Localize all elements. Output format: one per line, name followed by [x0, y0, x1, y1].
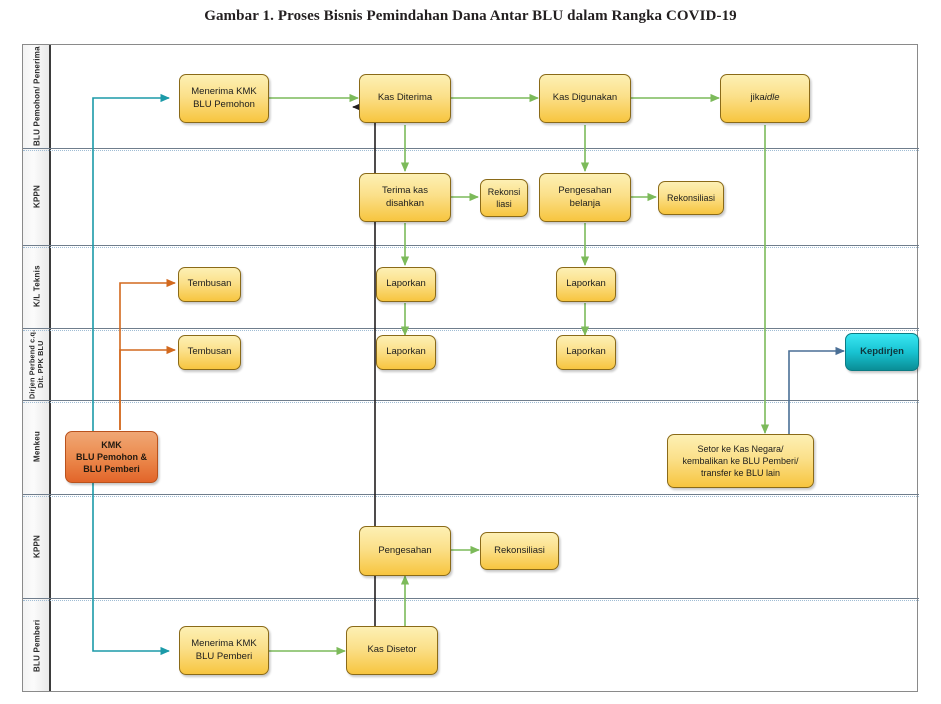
- node-kmk-blu-pemohon-pemberi[interactable]: KMK BLU Pemohon & BLU Pemberi: [65, 431, 158, 483]
- node-tembusan-kl-teknis[interactable]: Tembusan: [178, 267, 241, 302]
- lane-label-blu-pemohon: BLU Pemohon/ Penerima: [32, 46, 42, 147]
- node-kas-disetor[interactable]: Kas Disetor: [346, 626, 438, 675]
- figure-title: Gambar 1. Proses Bisnis Pemindahan Dana …: [204, 8, 737, 24]
- setor-line-2: kembalikan ke BLU Pemberi/: [682, 455, 799, 466]
- lane-label-menkeu: Menkeu: [32, 431, 42, 463]
- lane-separator: [23, 494, 919, 495]
- node-setor-ke-kas-negara[interactable]: Setor ke Kas Negara/ kembalikan ke BLU P…: [667, 434, 814, 488]
- edge-kmk-to-pemohon: [92, 93, 170, 457]
- node-rekonsiliasi-2[interactable]: Rekonsiliasi: [658, 181, 724, 215]
- lane-separator-accent: [23, 600, 919, 601]
- node-menerima-kmk-blu-pemberi[interactable]: Menerima KMK BLU Pemberi: [179, 626, 269, 675]
- setor-line-3: transfer ke BLU lain: [700, 468, 781, 479]
- setor-line-1: Setor ke Kas Negara/: [697, 443, 784, 454]
- node-terima-kas-disahkan[interactable]: Terima kas disahkan: [359, 173, 451, 222]
- jika-idle-text: jika: [750, 92, 765, 104]
- kmk-line-3: BLU Pemberi: [83, 464, 140, 475]
- lane-separator-accent: [23, 330, 919, 331]
- lane-label-gutter: [23, 45, 51, 691]
- node-laporkan-kl-2[interactable]: Laporkan: [556, 267, 616, 302]
- lane-label-kppn-1: KPPN: [32, 184, 42, 209]
- lane-label-kppn-2: KPPN: [32, 534, 42, 558]
- node-tembusan-djpb[interactable]: Tembusan: [178, 335, 241, 370]
- node-pengesahan-belanja[interactable]: Pengesahan belanja: [539, 173, 631, 222]
- lane-separator-accent: [23, 402, 919, 403]
- lane-separator-accent: [23, 247, 919, 248]
- edge-kmk-to-tembusan-kl: [119, 278, 176, 430]
- node-kepdirjen[interactable]: Kepdirjen: [845, 333, 919, 371]
- lane-label-blu-pemberi: BLU Pemberi: [32, 619, 42, 672]
- node-laporkan-djpb-2[interactable]: Laporkan: [556, 335, 616, 370]
- edge-kmk-to-pemberi: [92, 457, 170, 656]
- lane-separator: [23, 598, 919, 599]
- lane-separator: [23, 400, 919, 401]
- node-laporkan-djpb-1[interactable]: Laporkan: [376, 335, 436, 370]
- edge-setor-to-kepdirjen: [788, 346, 845, 435]
- swimlane-diagram: BLU Pemohon/ Penerima KPPN K/L Teknis Di…: [22, 44, 919, 692]
- node-menerima-kmk-blu-pemohon[interactable]: Menerima KMK BLU Pemohon: [179, 74, 269, 123]
- connector-layer: [92, 93, 845, 656]
- lane-separator-accent: [23, 496, 919, 497]
- node-kas-digunakan[interactable]: Kas Digunakan: [539, 74, 631, 123]
- node-kas-diterima[interactable]: Kas Diterima: [359, 74, 451, 123]
- node-rekonsiliasi-3[interactable]: Rekonsiliasi: [480, 532, 559, 570]
- lane-separator-accent: [23, 150, 919, 151]
- lane-separator: [23, 328, 919, 329]
- node-jika-idle[interactable]: jika idle: [720, 74, 810, 123]
- kmk-line-1: KMK: [101, 439, 122, 450]
- lane-label-djpb: Dirjen Perbend c.q. Dit. PPK BLU: [27, 329, 45, 399]
- node-laporkan-kl-1[interactable]: Laporkan: [376, 267, 436, 302]
- lane-separator: [23, 245, 919, 246]
- edge-kmk-to-tembusan-djpb: [119, 345, 176, 430]
- lane-label-kl-teknis: K/L Teknis: [32, 265, 42, 308]
- node-rekonsiliasi-1[interactable]: Rekonsi liasi: [480, 179, 528, 217]
- lane-separator: [23, 148, 919, 149]
- jika-idle-emphasis: idle: [764, 92, 780, 104]
- node-pengesahan-2[interactable]: Pengesahan: [359, 526, 451, 576]
- kmk-line-2: BLU Pemohon &: [76, 451, 147, 462]
